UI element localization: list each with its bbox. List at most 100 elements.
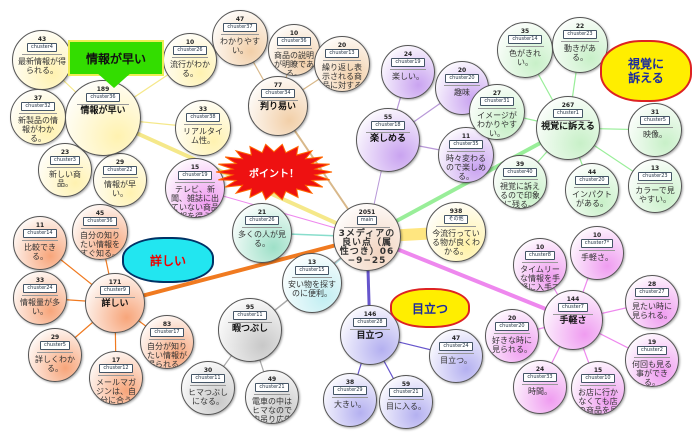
node-text: 趣味 (454, 88, 470, 97)
node-count: 20 (337, 42, 347, 49)
node-text: 新製品の情報がわかる。 (18, 116, 58, 143)
node-count: 20 (507, 315, 517, 322)
cluster-node-n10[interactable]: 20chuster13繰り返し表示される商品に対するコ (314, 36, 370, 92)
node-count: 24 (535, 366, 545, 373)
node-count: 29 (115, 159, 125, 166)
node-text: 判り易い (259, 102, 296, 112)
node-text: 流行がわかる。 (170, 60, 210, 78)
divider (221, 34, 259, 35)
node-text: 比較できる。 (24, 243, 56, 261)
node-text: 3メディアの良い点（属性つき）06−9−25 (338, 229, 396, 266)
node-cluster-label: chuster20 (575, 176, 609, 185)
node-cluster-label: chuster2 (637, 346, 667, 355)
node-count: 10 (185, 39, 195, 46)
node-text: イメージがわかりやすい。 (477, 111, 517, 138)
divider (241, 227, 283, 228)
node-text: 動きがある。 (564, 44, 596, 62)
divider (349, 329, 391, 330)
node-text: 安い物を探すのに便利。 (288, 280, 336, 298)
node-count: 938 (449, 208, 463, 215)
node-text: インパクトがある。 (572, 190, 612, 208)
node-text: 大きい。 (334, 400, 366, 409)
node-text: 時々変わるので楽しめる。 (446, 154, 486, 181)
node-cluster-label: chuster21 (389, 388, 423, 397)
node-cluster-label: chuster36 (277, 37, 311, 46)
node-text: 詳しくわかる。 (35, 355, 75, 373)
node-cluster-label: chuster33 (523, 373, 557, 382)
divider (506, 46, 544, 47)
node-text: わかりやすい。 (220, 37, 260, 55)
divider (174, 182, 216, 183)
node-count: 83 (162, 321, 172, 328)
divider (148, 339, 186, 340)
node-cluster-label: chuster12 (99, 364, 133, 373)
node-count: 45 (95, 210, 105, 217)
node-count: 23 (60, 149, 70, 156)
divider (636, 183, 674, 184)
divider (447, 151, 485, 152)
node-cluster-label: chuster34 (261, 89, 295, 98)
connector-line (366, 235, 574, 322)
node-text: 自分が知りたい情報が得られる。 (147, 342, 187, 369)
node-count: 10 (535, 244, 545, 251)
node-cluster-label: chuster36 (86, 93, 120, 102)
node-text: 手軽さ。 (581, 253, 613, 262)
divider (331, 397, 369, 398)
divider (257, 100, 299, 101)
node-cluster-label: chuster36 (83, 217, 117, 226)
node-cluster-label: chuster17 (150, 328, 184, 337)
divider (561, 41, 599, 42)
divider (437, 353, 475, 354)
divider (97, 375, 135, 376)
node-text: 暇つぶし (231, 324, 268, 334)
